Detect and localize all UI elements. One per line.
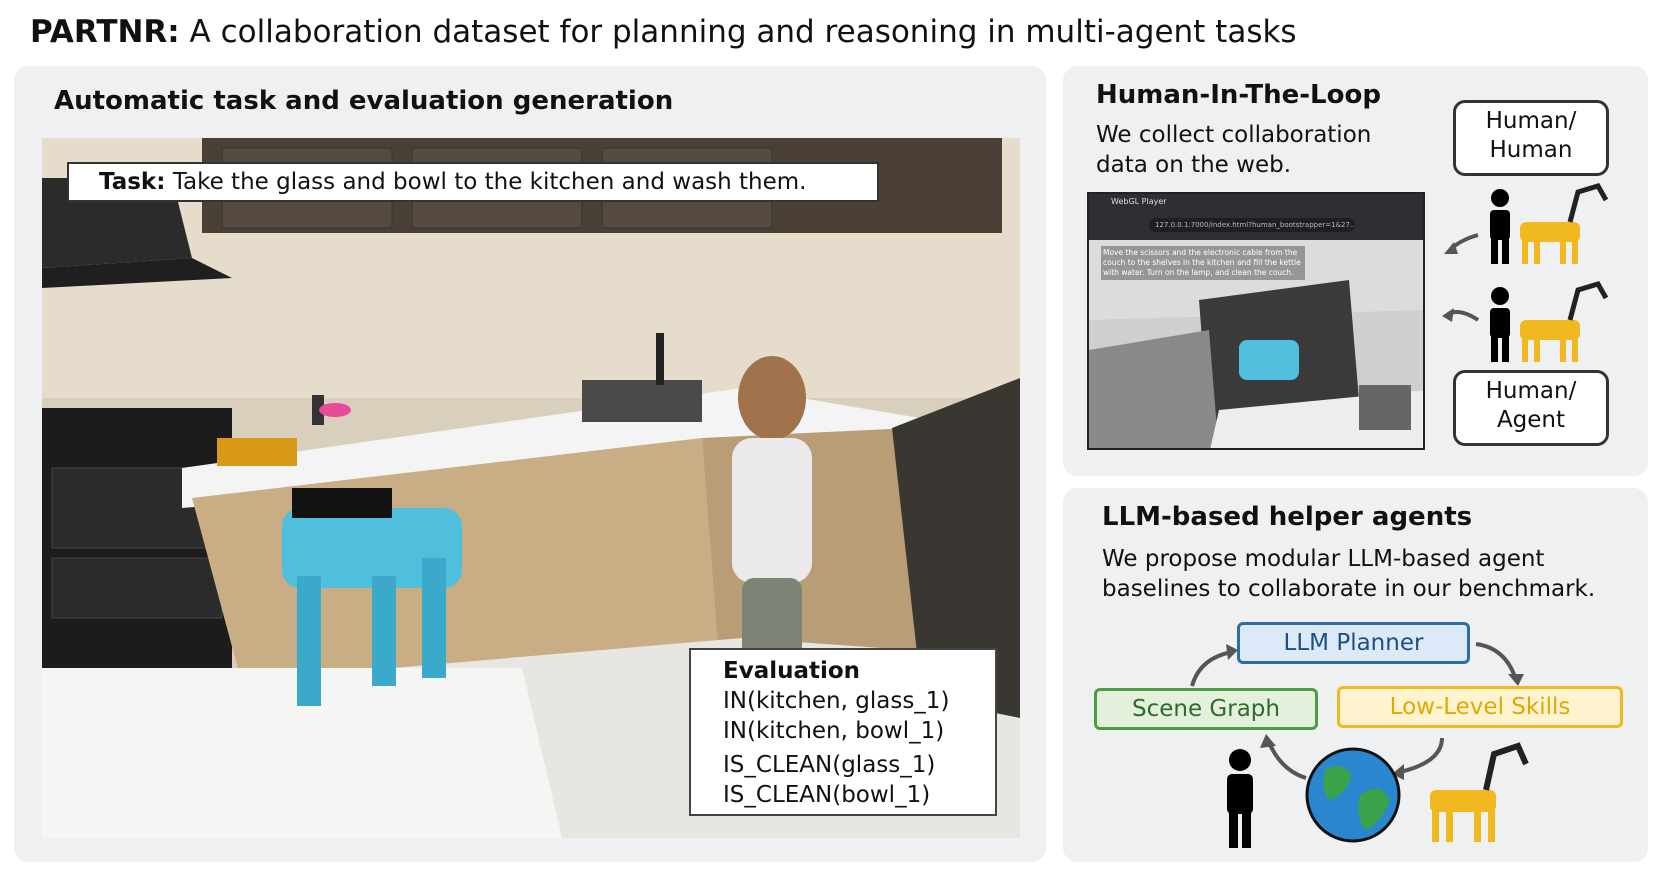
llm-heading: LLM-based helper agents <box>1102 502 1473 532</box>
evaluation-predicate: IS_CLEAN(glass_1) <box>723 752 936 778</box>
evaluation-predicate: IN(kitchen, bowl_1) <box>723 718 945 744</box>
evaluation-box: Evaluation IN(kitchen, glass_1) IN(kitch… <box>689 648 997 816</box>
globe-icon <box>1305 747 1401 843</box>
browser-task-text: Move the scissors and the electronic cab… <box>1101 246 1305 280</box>
human-icon <box>1490 287 1510 362</box>
evaluation-predicate: IS_CLEAN(bowl_1) <box>723 782 931 808</box>
evaluation-predicate: IN(kitchen, glass_1) <box>723 688 950 714</box>
webgl-browser-screenshot: WebGL Player 127.0.0.1:7000/index.html?h… <box>1087 192 1425 450</box>
llm-planner-box: LLM Planner <box>1237 622 1470 664</box>
robot-dog-icon <box>217 438 462 706</box>
human-agent-box: Human/Agent <box>1453 370 1609 446</box>
human-icon <box>1227 749 1253 848</box>
robot-dog-icon <box>1430 742 1529 842</box>
arrow-icon <box>1399 737 1444 774</box>
scene-graph-box: Scene Graph <box>1094 688 1318 730</box>
hitl-heading: Human-In-The-Loop <box>1096 80 1381 110</box>
low-level-skills-box: Low-Level Skills <box>1337 686 1623 728</box>
robot-dog-icon <box>1520 183 1609 264</box>
arrow-icon <box>1190 650 1233 687</box>
task-description-box: Task: Take the glass and bowl to the kit… <box>67 162 879 202</box>
task-generation-heading: Automatic task and evaluation generation <box>54 86 674 116</box>
browser-url: 127.0.0.1:7000/index.html?human_bootstra… <box>1149 218 1355 232</box>
human-human-box: Human/Human <box>1453 100 1609 176</box>
human-icon <box>1490 189 1510 264</box>
browser-tab: WebGL Player <box>1111 197 1167 206</box>
robot-dog-icon <box>1520 281 1609 362</box>
evaluation-heading: Evaluation <box>723 658 861 684</box>
page-title: PARTNR: A collaboration dataset for plan… <box>30 14 1297 50</box>
